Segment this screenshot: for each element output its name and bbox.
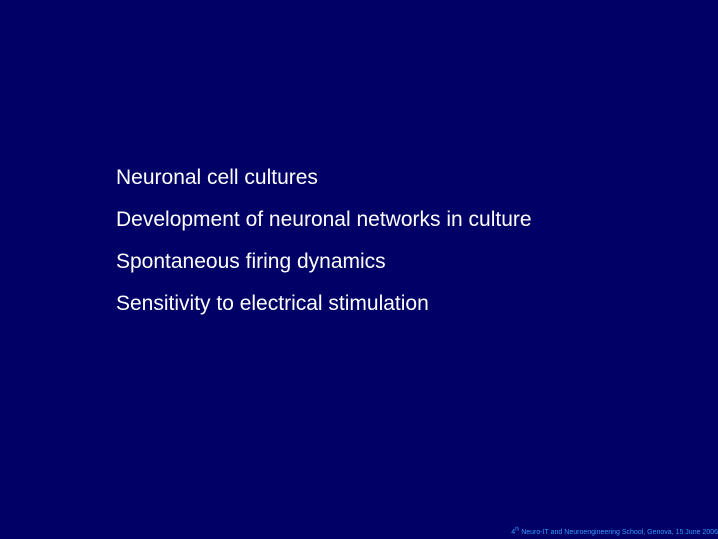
- footer-number: 4: [511, 529, 516, 536]
- footer-ordinal-suffix: th: [515, 526, 520, 533]
- footer-text: Neuro-IT and Neuroengineering School, Ge…: [519, 529, 718, 536]
- bullet-item: Sensitivity to electrical stimulation: [116, 292, 429, 315]
- bullet-list: Neuronal cell cultures Development of ne…: [116, 164, 532, 332]
- slide-footer: 4th Neuro-IT and Neuroengineering School…: [511, 526, 718, 537]
- bullet-item: Spontaneous firing dynamics: [116, 250, 386, 273]
- bullet-item: Development of neuronal networks in cult…: [116, 208, 532, 231]
- bullet-item: Neuronal cell cultures: [116, 166, 318, 189]
